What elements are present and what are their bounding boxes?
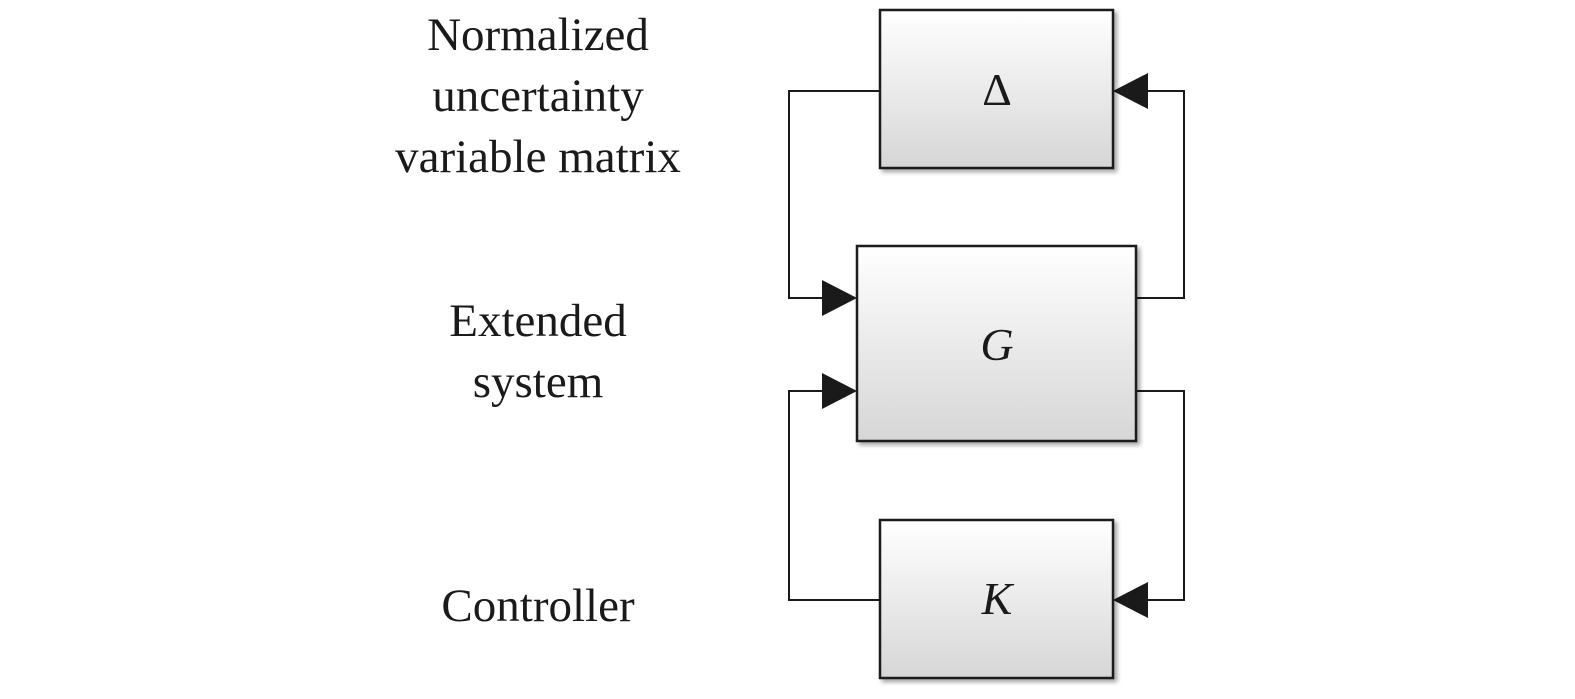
arrow-into-delta	[1113, 73, 1148, 109]
plant-block: G	[855, 244, 1138, 443]
arrow-into-controller	[1113, 582, 1148, 618]
delta-symbol: Δ	[982, 64, 1012, 115]
extended-system-label-line-1: Extended	[449, 295, 627, 347]
uncertainty-label-line-1: Normalized	[427, 9, 649, 61]
controller-label-text: Controller	[441, 580, 635, 632]
extended-system-label-line-2: system	[472, 356, 604, 408]
arrow-into-plant-lower	[822, 373, 857, 409]
plant-symbol: G	[980, 319, 1013, 370]
connection-lines	[788, 90, 1185, 601]
line-controller-to-plant	[788, 390, 880, 601]
uncertainty-label-line-3: variable matrix	[395, 131, 681, 183]
line-plant-to-controller	[1136, 390, 1185, 601]
arrow-into-plant-upper	[822, 280, 857, 316]
controller-label: Controller	[370, 576, 706, 637]
controller-block: K	[878, 518, 1115, 680]
line-plant-to-delta	[1136, 90, 1185, 299]
uncertainty-label-line-2: uncertainty	[432, 70, 644, 122]
extended-system-label: Extended system	[370, 291, 706, 413]
arrowheads	[822, 73, 1148, 618]
uncertainty-label: Normalized uncertainty variable matrix	[370, 5, 706, 188]
controller-symbol: K	[981, 573, 1015, 624]
delta-block: Δ	[878, 8, 1115, 170]
line-delta-to-plant	[788, 90, 880, 299]
